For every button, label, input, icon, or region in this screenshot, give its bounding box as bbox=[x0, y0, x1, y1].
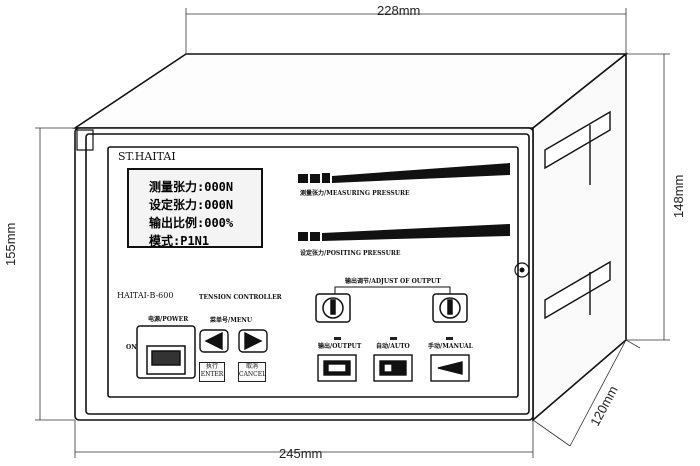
power-label: 电源/POWER bbox=[148, 316, 189, 323]
cancel-label-cn: 取消 bbox=[245, 363, 258, 370]
dim-left-height: 155mm bbox=[3, 222, 18, 266]
positing-label: 设定张力/POSITING PRESSURE bbox=[300, 250, 401, 257]
auto-label: 自动/AUTO bbox=[376, 343, 410, 350]
output-button-target[interactable] bbox=[318, 355, 356, 381]
menu-label: 菜单号/MENU bbox=[210, 317, 253, 324]
menu-arrow-right bbox=[238, 329, 268, 353]
measuring-label: 测量张力/MEASURING PRESSURE bbox=[300, 190, 410, 197]
lcd-display: 测量张力:000N 设定张力:000N 输出比例:000% 模式:P1N1 bbox=[127, 168, 263, 248]
adjust-knob-left[interactable] bbox=[316, 294, 350, 322]
menu-left-button[interactable] bbox=[200, 330, 228, 352]
dim-bottom-width: 245mm bbox=[279, 446, 323, 461]
manual-label: 手动/MANUAL bbox=[428, 343, 473, 350]
power-switch-target[interactable] bbox=[137, 326, 195, 378]
output-led bbox=[334, 337, 341, 340]
mounting-tab-left bbox=[76, 129, 94, 151]
manual-button-target[interactable] bbox=[431, 355, 469, 381]
dimension-lines bbox=[35, 8, 670, 458]
auto-button bbox=[373, 354, 413, 382]
knob-right bbox=[432, 293, 468, 323]
on-label: ON bbox=[126, 344, 137, 351]
positing-bar-graph bbox=[298, 224, 510, 241]
enter-label-en: ENTER bbox=[200, 371, 224, 378]
adjust-label: 输出调节/ADJUST OF OUTPUT bbox=[345, 278, 441, 285]
auto-led bbox=[390, 337, 397, 340]
adjust-knob-right[interactable] bbox=[433, 294, 467, 322]
enter-button[interactable]: 执行 ENTER bbox=[199, 362, 225, 382]
brand-label: ST.HAITAI bbox=[118, 150, 176, 163]
menu-arrow-left bbox=[199, 329, 229, 353]
lcd-line-1: 测量张力:000N bbox=[149, 180, 234, 194]
output-label: 输出/OUTPUT bbox=[318, 343, 362, 350]
cancel-button[interactable]: 取消 CANCEL bbox=[238, 362, 266, 382]
lcd-line-4: 模式:P1N1 bbox=[149, 234, 210, 248]
lcd-line-3: 输出比例:000% bbox=[149, 216, 234, 230]
side-mounting-slots bbox=[544, 110, 611, 320]
adjust-bracket bbox=[334, 286, 451, 295]
side-screw bbox=[514, 262, 530, 278]
output-button bbox=[317, 354, 357, 382]
auto-button-target[interactable] bbox=[374, 355, 412, 381]
subtitle-label: TENSION CONTROLLER bbox=[199, 294, 282, 301]
cancel-label-en: CANCEL bbox=[239, 371, 267, 378]
lcd-line-2: 设定张力:000N bbox=[149, 198, 234, 212]
manual-led bbox=[446, 337, 453, 340]
manual-button bbox=[430, 354, 470, 382]
dim-right-height: 148mm bbox=[671, 174, 686, 218]
model-label: HAITAI-B-600 bbox=[117, 291, 174, 300]
measuring-bar-graph bbox=[298, 163, 510, 183]
knob-left bbox=[315, 293, 351, 323]
dim-top-width: 228mm bbox=[377, 3, 421, 18]
enter-label-cn: 执行 bbox=[205, 363, 218, 370]
menu-right-button[interactable] bbox=[239, 330, 267, 352]
power-switch bbox=[136, 325, 196, 379]
